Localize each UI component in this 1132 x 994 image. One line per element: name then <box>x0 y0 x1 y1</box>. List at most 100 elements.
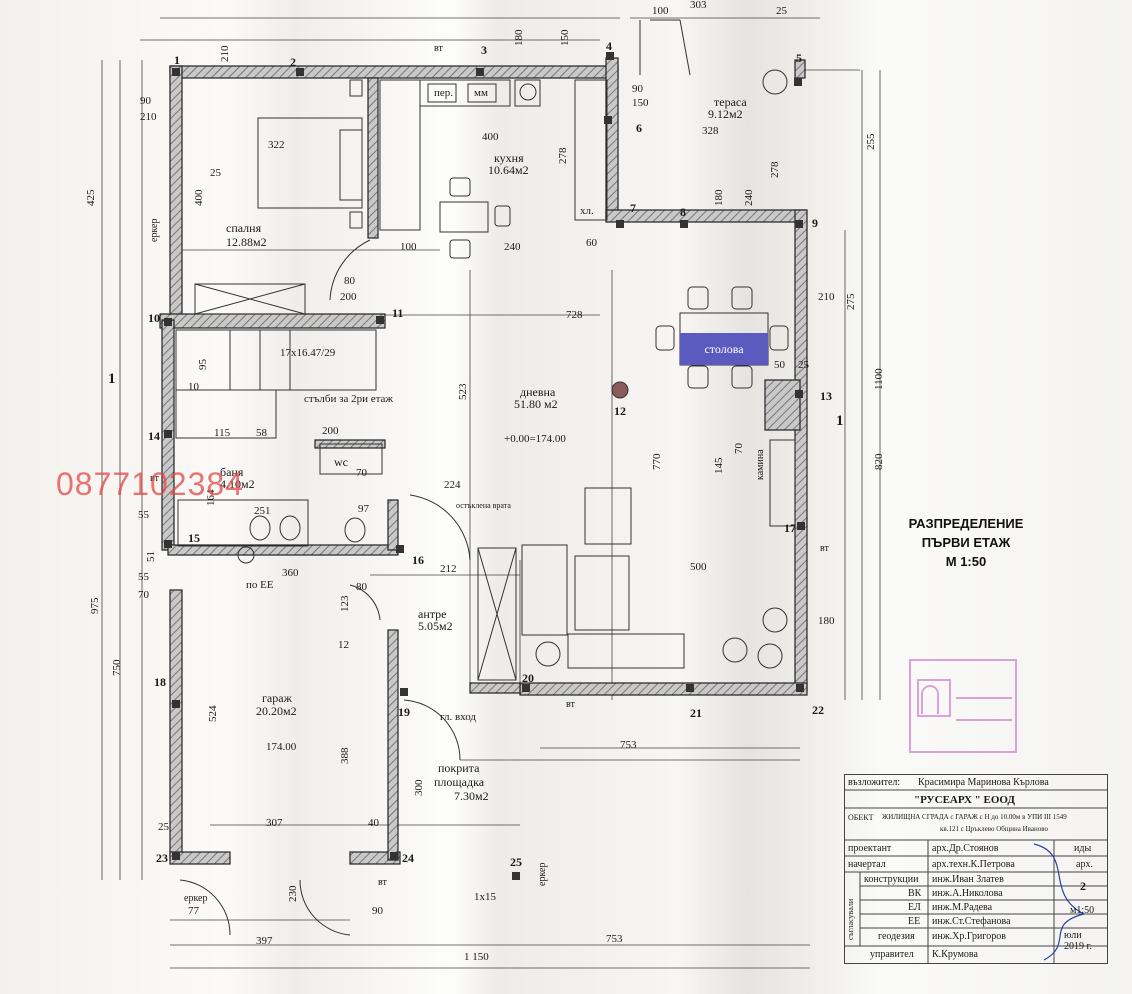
axis-6: 6 <box>636 121 642 135</box>
dim: 212 <box>440 563 457 575</box>
dim: 123 <box>339 595 351 613</box>
vt-right: вт <box>820 543 829 554</box>
axis-21: 21 <box>690 706 702 720</box>
erker-label-porch: еркер <box>537 862 548 887</box>
dim: 150 <box>559 29 571 47</box>
role-7: управител <box>870 949 914 960</box>
dim: 240 <box>743 189 755 207</box>
name-5: инж.Ст.Стефанова <box>932 916 1011 927</box>
dim: 40 <box>368 817 379 829</box>
stairs-label: стълби за 2ри етаж <box>304 393 394 405</box>
title-line-3: М 1:50 <box>945 554 987 569</box>
dim: 180 <box>713 189 725 207</box>
name-1: арх.техн.К.Петрова <box>932 859 1015 870</box>
dim: 770 <box>651 453 663 471</box>
axis-18: 18 <box>154 675 166 689</box>
axis-10: 10 <box>148 311 160 325</box>
dim: 400 <box>482 131 499 143</box>
dim: 360 <box>282 567 299 579</box>
dim: 150 <box>632 97 649 109</box>
dim: 753 <box>606 933 623 945</box>
bath-name: баня <box>220 465 244 479</box>
dim: 275 <box>845 293 857 311</box>
phase: иды <box>1074 843 1092 854</box>
dim: 200 <box>340 291 357 303</box>
dim: 90 <box>372 905 383 917</box>
title-block: възложител: Красимира Маринова Кърлова "… <box>844 774 1108 964</box>
garage-area: 20.20м2 <box>256 704 297 718</box>
bedroom-area: 12.88м2 <box>226 235 267 249</box>
terrace-name: тераса <box>714 95 747 109</box>
dim: 523 <box>457 383 469 401</box>
dim: 224 <box>444 479 461 491</box>
living-name: дневна <box>520 385 556 399</box>
dim: 975 <box>89 597 101 615</box>
client-label: възложител: <box>848 777 901 788</box>
dim: 750 <box>111 659 123 677</box>
dim: 278 <box>557 147 569 165</box>
company-seal-icon <box>909 659 1017 753</box>
level-garage: 174.00 <box>266 741 297 753</box>
dim: 1100 <box>873 368 885 390</box>
role-1: начертал <box>848 859 886 870</box>
dim: 210 <box>219 45 231 63</box>
axis-11: 11 <box>392 306 404 320</box>
stairs-code: 17x16.47/29 <box>280 347 336 359</box>
axis-1: 1 <box>174 53 180 67</box>
fireplace-label: камина <box>755 449 766 480</box>
dim: 322 <box>268 139 285 151</box>
dim: 820 <box>873 453 885 471</box>
furniture <box>175 19 796 936</box>
object-text-2: кв.121 с Цръклево Община Иваново <box>940 825 1048 833</box>
role-5: ЕЕ <box>908 916 921 927</box>
hall-area: 5.05м2 <box>418 619 453 633</box>
sheet-number: 2 <box>1080 879 1086 893</box>
dim: 115 <box>214 427 231 439</box>
dim: 70 <box>356 467 367 479</box>
living-area: 51.80 м2 <box>514 397 558 411</box>
dim: 307 <box>266 817 283 829</box>
dim: 397 <box>256 935 273 947</box>
kitchen-name: кухня <box>494 151 524 165</box>
dim: 230 <box>287 885 299 903</box>
section-mark-right: 1 <box>836 413 844 429</box>
axis-17: 17 <box>784 521 796 535</box>
dim: 12 <box>338 639 349 651</box>
terrace-area: 9.12м2 <box>708 107 743 121</box>
axis-25: 25 <box>510 855 522 869</box>
dim: 50 <box>774 359 785 371</box>
dim: 278 <box>769 161 781 179</box>
dim: 80 <box>344 275 355 287</box>
dim: 25 <box>776 5 787 17</box>
dim: 388 <box>339 747 351 765</box>
erker-label-bottom: еркер <box>184 893 208 904</box>
axis-7: 7 <box>630 201 636 215</box>
dim: 300 <box>413 779 425 797</box>
dim: 55 <box>138 509 149 521</box>
name-3: инж.А.Николова <box>932 888 1003 899</box>
dim: 524 <box>207 705 219 723</box>
ee-label: по ЕЕ <box>246 579 274 591</box>
dim: 95 <box>197 359 209 370</box>
dim: 25 <box>158 821 169 833</box>
name-6: инж.Хр.Григоров <box>932 931 1006 942</box>
pantry-label: пер. <box>434 87 454 99</box>
walls <box>159 57 808 865</box>
role-0: проектант <box>848 843 892 854</box>
name-0: арх.Др.Стоянов <box>932 843 999 854</box>
axis-20: 20 <box>522 671 534 685</box>
dim: 70 <box>138 589 149 601</box>
wc-label: wc <box>334 455 348 469</box>
axis-8: 8 <box>680 205 686 219</box>
dim: 55 <box>138 571 149 583</box>
hall-name: антре <box>418 607 447 621</box>
axis-15: 15 <box>188 531 200 545</box>
title-line-2: ПЪРВИ ЕТАЖ <box>921 535 1011 550</box>
axis-markers <box>164 52 805 880</box>
role-4: ЕЛ <box>908 902 921 913</box>
dim: 210 <box>818 291 835 303</box>
dim: 25 <box>798 359 809 371</box>
approvals-side-label: съгласували <box>846 898 855 940</box>
dim: 210 <box>140 111 157 123</box>
name-2: инж.Иван Златев <box>932 874 1004 885</box>
